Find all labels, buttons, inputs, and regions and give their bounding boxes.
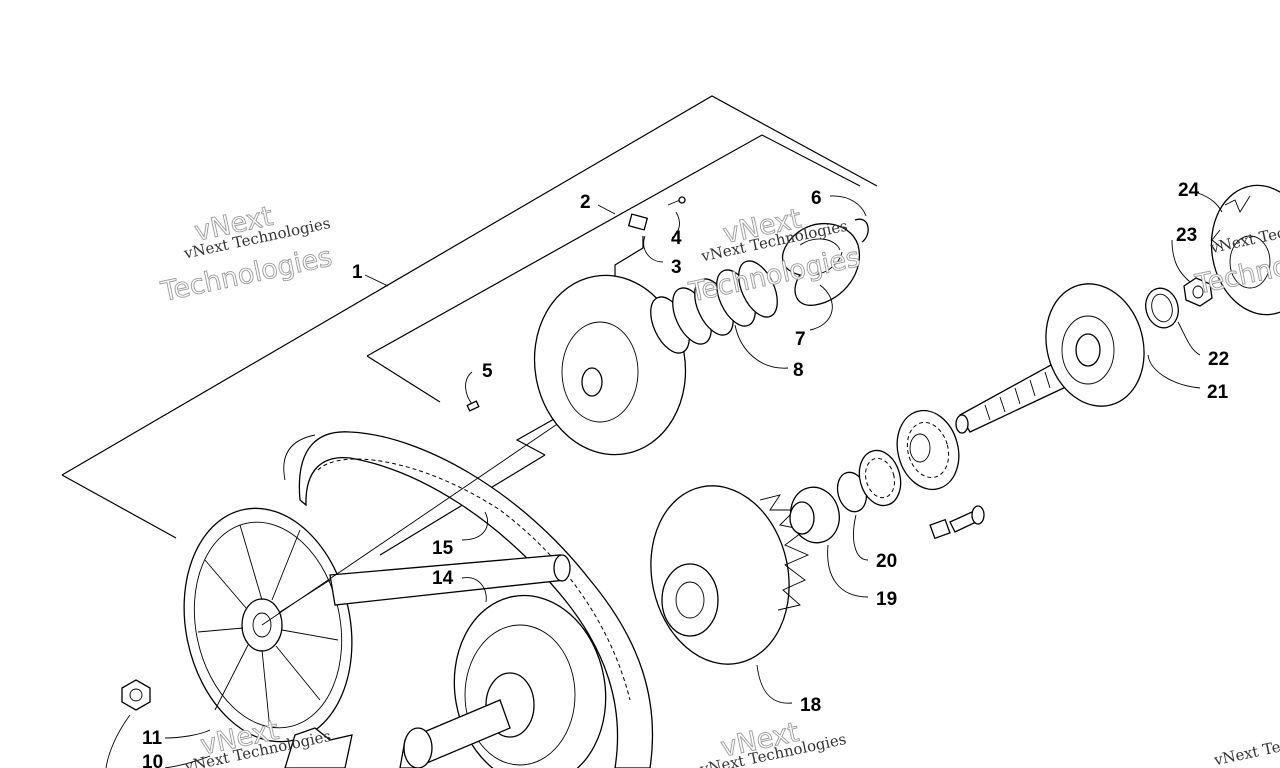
callout-8: 8	[793, 360, 804, 381]
bolt-and-nut	[929, 505, 985, 540]
bushing-19	[789, 486, 840, 544]
seal-ring	[858, 449, 902, 507]
driven-sheave	[650, 485, 810, 665]
cam-10	[284, 727, 353, 768]
callout-15: 15	[432, 538, 454, 559]
secondary-clutch	[399, 594, 607, 768]
callout-5: 5	[482, 361, 493, 382]
watermark-group-6: vNext Technologies	[1211, 721, 1280, 768]
assembly-bracket-2	[366, 134, 861, 357]
callout-19: 19	[876, 589, 897, 610]
callout-14: 14	[432, 568, 454, 589]
callout-1: 1	[352, 262, 363, 283]
callout-11: 11	[142, 728, 163, 749]
drum-24	[1210, 184, 1280, 316]
callout-7: 7	[795, 329, 806, 350]
svg-text:vNext Technologies: vNext Technologies	[1211, 721, 1280, 768]
callout-2: 2	[580, 192, 591, 213]
watermark-group-1: vNext vNext Technologies Technologies	[157, 201, 335, 309]
fixed-sheave	[533, 274, 687, 456]
callout-4: 4	[671, 228, 682, 249]
part-3-block	[627, 213, 649, 231]
part-5-pin	[466, 400, 480, 412]
watermark-group-4: vNext vNext Technologies	[697, 716, 847, 768]
ring-22	[1145, 287, 1179, 329]
callout-3: 3	[671, 257, 682, 278]
callout-6: 6	[811, 188, 822, 209]
callout-20: 20	[876, 551, 897, 572]
clutch-hub	[1045, 283, 1145, 407]
clutch-spring	[650, 260, 778, 354]
part-4-screw	[667, 199, 681, 206]
callout-23: 23	[1176, 225, 1197, 246]
callout-24: 24	[1178, 180, 1200, 201]
hex-nut	[121, 679, 151, 711]
ball-bearing	[896, 409, 960, 491]
clutch-cover	[781, 218, 869, 306]
callout-21: 21	[1207, 382, 1229, 403]
nut-23	[1183, 277, 1213, 307]
leader-lines	[105, 192, 1223, 768]
callout-numbers: 1 2 3 4 5 6 7 8 10 11 14 15 18 19 20 21 …	[142, 180, 1229, 768]
callout-22: 22	[1208, 349, 1229, 370]
callout-10: 10	[142, 752, 163, 768]
callout-18: 18	[800, 695, 821, 716]
assembly-bracket-1	[61, 95, 878, 476]
